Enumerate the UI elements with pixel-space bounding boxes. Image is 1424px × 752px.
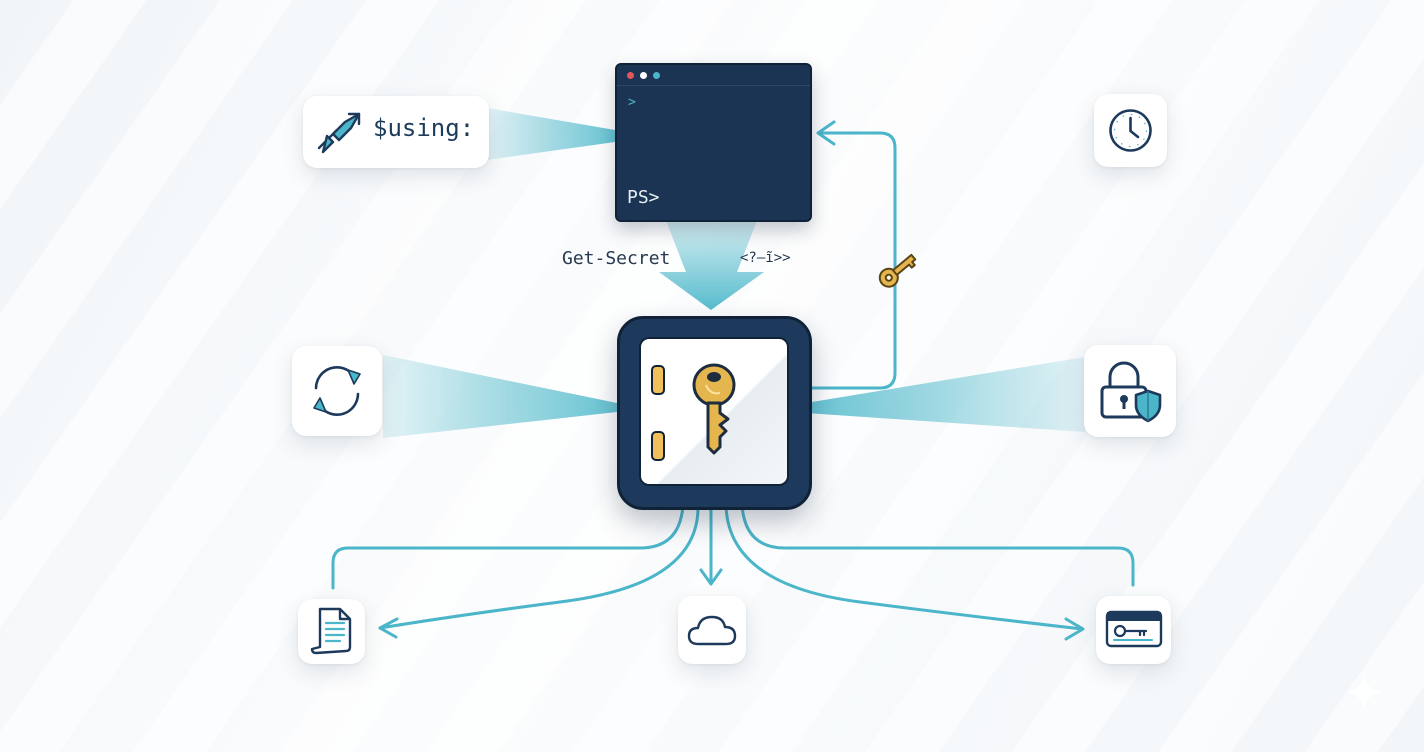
key-card-card — [1096, 596, 1171, 664]
vault-door — [639, 337, 789, 486]
beam-using-to-terminal — [487, 108, 615, 160]
minimize-dot-icon — [640, 72, 647, 79]
connector-to-cloud-arrowhead — [699, 568, 723, 586]
using-card: $using: — [303, 96, 489, 168]
return-line — [806, 131, 897, 390]
get-secret-label: Get-Secret — [562, 248, 671, 269]
connector-to-keycard-arrowhead — [1064, 617, 1085, 641]
beam-lock-to-vault — [806, 357, 1085, 432]
sparkle-icon — [1346, 674, 1382, 710]
code-tag-label: <?–ĩ>> — [740, 250, 791, 266]
cloud-icon — [687, 615, 737, 646]
vault-icon — [617, 316, 812, 510]
arrow-terminal-to-vault — [659, 218, 764, 310]
clock-card — [1094, 94, 1167, 167]
vault-hinge-bottom — [651, 431, 665, 461]
clock-icon — [1109, 109, 1152, 152]
lock-shield-card — [1084, 345, 1176, 437]
beam-sync-to-vault — [383, 355, 617, 438]
connector-to-document — [331, 503, 685, 590]
sync-icon — [313, 366, 361, 416]
vault-hinge-top — [651, 365, 665, 395]
terminal-caret: > — [628, 95, 636, 110]
connector-to-document-arrow — [378, 503, 700, 630]
maximize-dot-icon — [653, 72, 660, 79]
terminal-window: > — [615, 63, 812, 222]
connector-to-document-arrowhead — [378, 617, 399, 639]
cloud-card — [678, 596, 746, 664]
lock-shield-icon — [1100, 361, 1162, 423]
rocket-arrow-icon — [317, 112, 361, 154]
terminal-title-bar — [617, 65, 810, 86]
connector-to-keycard — [740, 503, 1135, 587]
document-card — [298, 599, 365, 664]
document-icon — [310, 607, 352, 655]
key-icon — [878, 253, 917, 288]
terminal-prompt: PS> — [627, 187, 660, 208]
return-arrowhead — [816, 120, 836, 146]
vault-key-icon — [692, 363, 736, 455]
sync-card — [292, 346, 382, 436]
key-card-icon — [1105, 610, 1163, 648]
connector-to-keycard-arrow — [724, 503, 1084, 631]
close-dot-icon — [627, 72, 634, 79]
using-label: $using: — [373, 114, 475, 142]
